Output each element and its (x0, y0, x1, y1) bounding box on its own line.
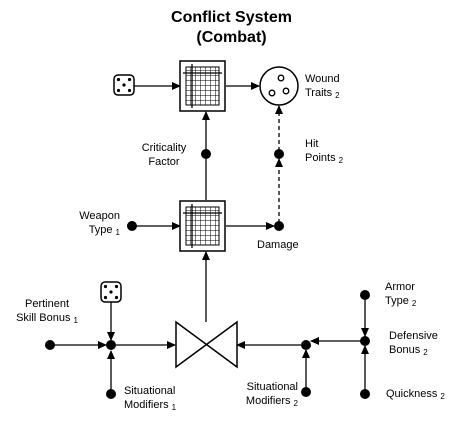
table-grid-icon (179, 200, 226, 252)
left-junction-dot (106, 340, 116, 350)
connections (52, 82, 369, 392)
dice-icon (100, 281, 122, 303)
right-junction-dot (301, 340, 311, 350)
diagram-subtitle: (Combat) (196, 29, 267, 46)
hit-points-dot (274, 149, 284, 159)
defensive-bonus-dot (360, 336, 370, 346)
damage-label: Damage (257, 239, 299, 251)
situational-modifiers-1-dot (106, 389, 116, 399)
wound-circle-icon (259, 66, 299, 106)
quickness-dot (360, 389, 370, 399)
dice-icon (113, 74, 135, 96)
pertinent-skill-dot (45, 340, 55, 350)
diagram-title: Conflict System (171, 9, 292, 26)
weapon-type-dot (127, 221, 137, 231)
table-grid-icon (179, 60, 226, 112)
situational-modifiers-2-dot (301, 387, 311, 397)
criticality-factor-dot (201, 149, 211, 159)
bowtie-valve-icon (175, 320, 238, 369)
armor-type-dot (360, 290, 370, 300)
node-dots (45, 149, 370, 399)
criticality-factor-label: Criticality Factor (141, 142, 187, 168)
damage-dot (274, 221, 284, 231)
